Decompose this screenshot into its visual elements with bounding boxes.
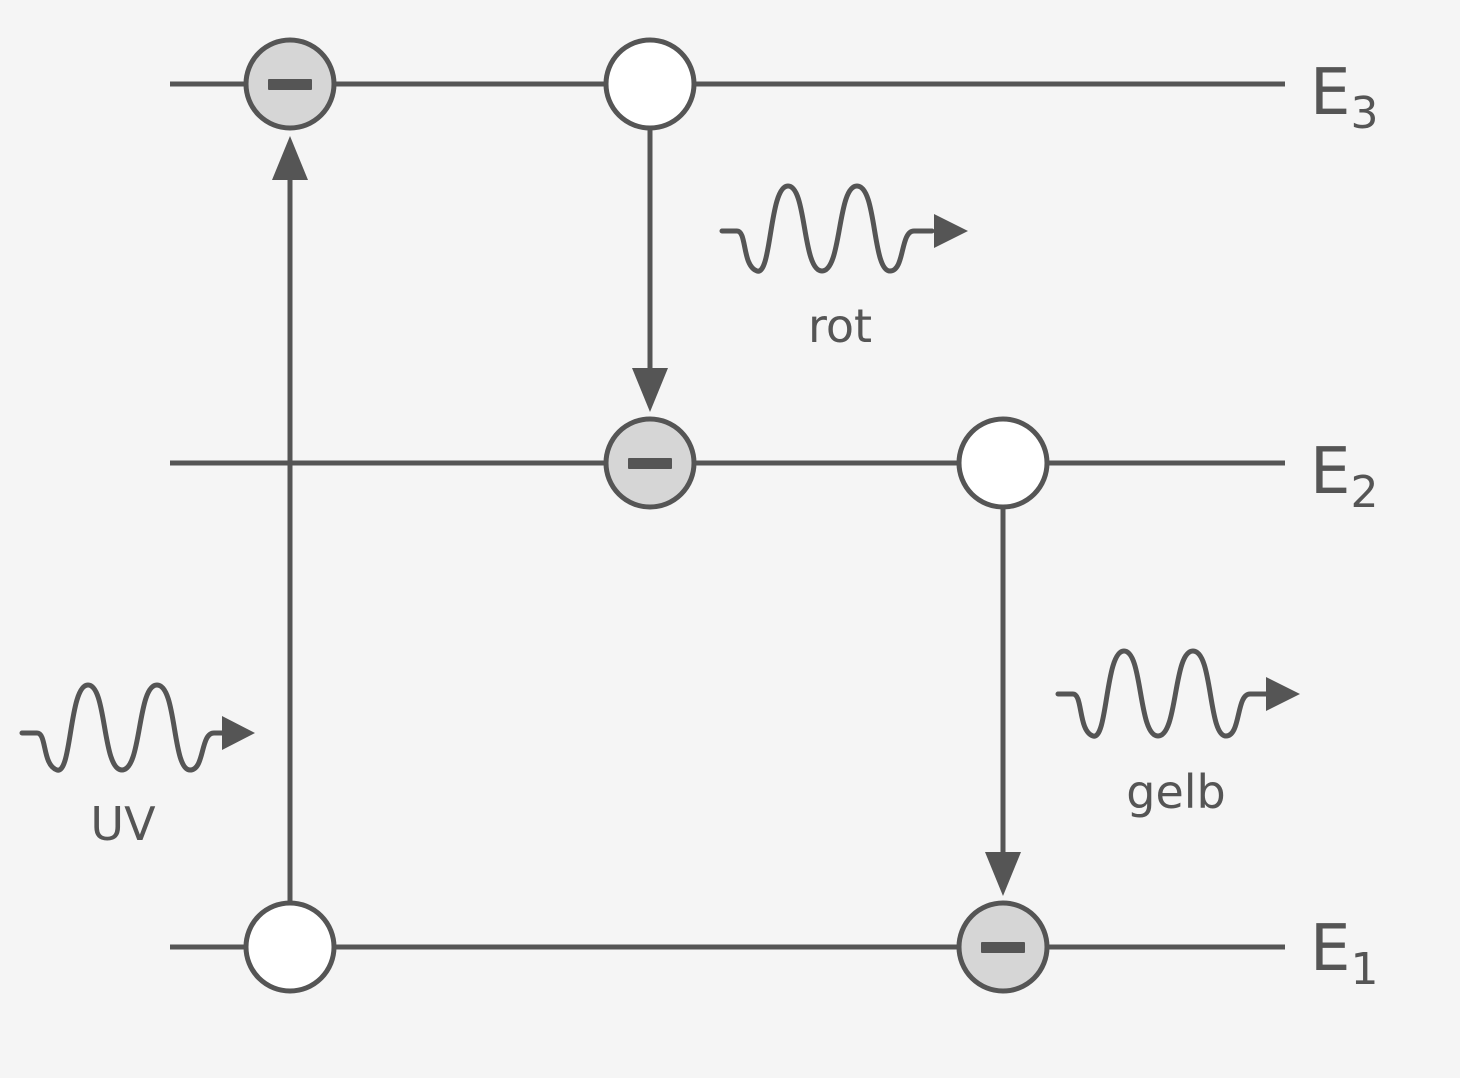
energy-level-e3-label: E3 [1310,56,1378,139]
electron-state-e3-empty [603,37,697,131]
photon-red [719,183,968,274]
photon-arrowhead-icon [222,716,255,750]
minus-sign-icon [268,79,312,90]
photon-arrowhead-icon [1266,677,1300,711]
transition-arrow-e2-to-e1-head [985,852,1021,896]
electron-state-e1-occupied [956,900,1050,994]
energy-level-e3-subscript: 3 [1350,88,1378,139]
photon-wave-icon [1055,648,1271,739]
energy-level-e1-letter: E [1310,912,1350,986]
energy-level-e2-letter: E [1310,435,1350,509]
electron-state-e2-empty-ring [956,416,1050,510]
energy-level-e1-subscript: 1 [1350,944,1378,995]
photon-arrowhead-icon [934,214,968,248]
electron-state-e3-occupied [243,37,337,131]
electron-state-e3-empty-ring [603,37,697,131]
photon-uv [19,682,255,773]
energy-level-e3-letter: E [1310,56,1350,130]
electron-state-e2-occupied [603,416,697,510]
photon-wave-icon [719,183,935,274]
transition-arrow-e2-to-e1 [985,507,1021,896]
electron-state-e1-empty-ring [243,900,337,994]
photon-red-label: rot [808,299,872,353]
energy-level-e2-label: E2 [1310,435,1378,518]
electron-state-e2-empty [956,416,1050,510]
transition-arrow-e1-to-e3 [272,136,308,903]
energy-level-e2-subscript: 2 [1350,467,1378,518]
photon-wave-icon [19,682,235,773]
transition-arrow-e3-to-e2 [632,128,668,412]
minus-sign-icon [628,458,672,469]
transition-arrow-e1-to-e3-head [272,136,308,180]
photon-yellow-label: gelb [1126,765,1225,819]
photon-uv-label: UV [90,797,156,851]
electron-state-e1-empty [243,900,337,994]
minus-sign-icon [981,942,1025,953]
transition-arrow-e3-to-e2-head [632,368,668,412]
photon-yellow [1055,648,1300,739]
energy-level-e1-label: E1 [1310,912,1378,995]
